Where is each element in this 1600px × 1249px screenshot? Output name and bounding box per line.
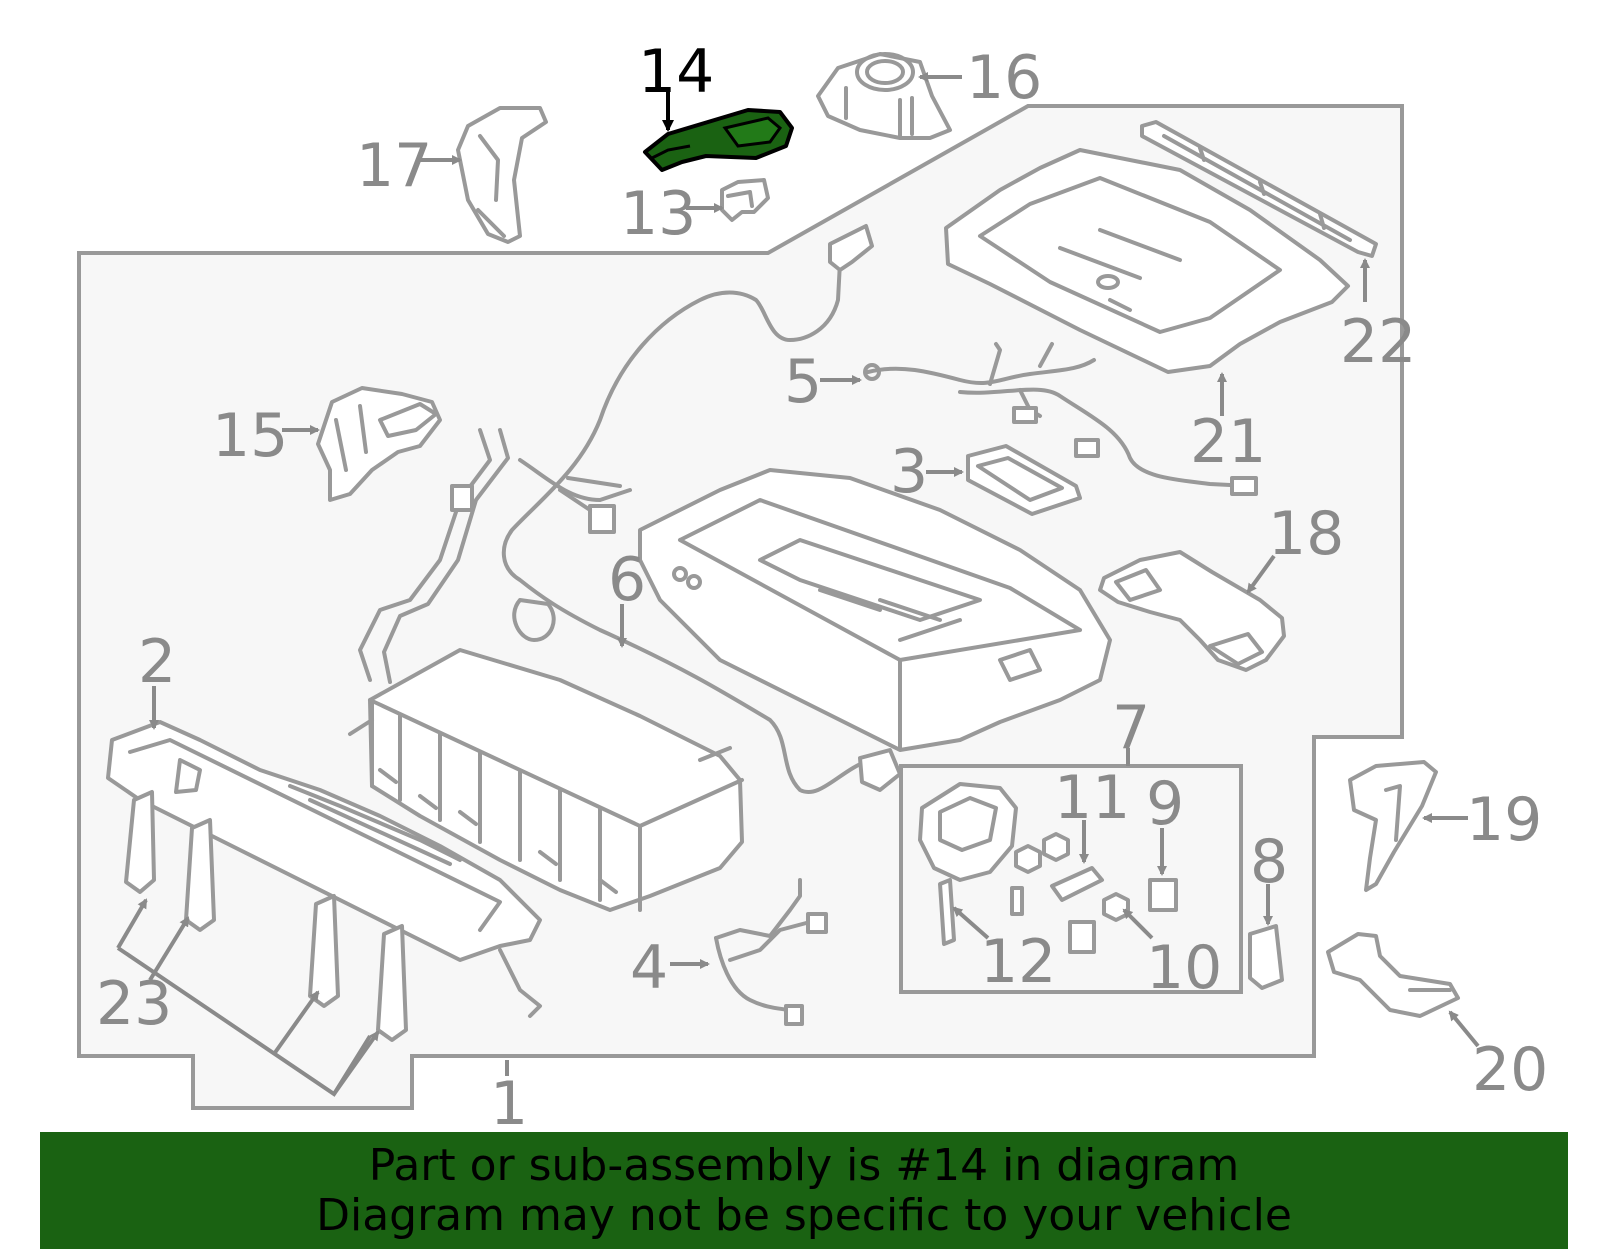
part-10-fuse bbox=[1068, 920, 1096, 954]
callout-15: 15 bbox=[212, 401, 288, 471]
callout-2: 2 bbox=[138, 627, 176, 697]
part-5-harness bbox=[863, 342, 1258, 496]
leader-12 bbox=[952, 906, 990, 940]
part-11-relay bbox=[1050, 866, 1104, 902]
part-1-frame bbox=[358, 428, 632, 684]
part-18-duct bbox=[1098, 550, 1286, 672]
part-3-module bbox=[966, 444, 1082, 516]
callout-13: 13 bbox=[620, 179, 696, 249]
leader-10 bbox=[1122, 908, 1154, 940]
callout-18: 18 bbox=[1268, 499, 1344, 569]
part-8-cover bbox=[1248, 924, 1284, 990]
part-4-harness bbox=[714, 878, 828, 1026]
part-21-tray bbox=[944, 148, 1350, 374]
callout-5: 5 bbox=[784, 347, 822, 417]
callout-3: 3 bbox=[890, 437, 928, 507]
part-15-blower bbox=[316, 386, 442, 502]
callout-21: 21 bbox=[1190, 407, 1266, 477]
callout-22: 22 bbox=[1340, 307, 1416, 377]
callout-1: 1 bbox=[490, 1069, 528, 1139]
info-banner: Part or sub-assembly is #14 in diagram D… bbox=[40, 1132, 1568, 1249]
callout-12: 12 bbox=[980, 927, 1056, 997]
battery-module-left bbox=[348, 648, 744, 912]
callout-14: 14 bbox=[638, 37, 714, 107]
callout-6: 6 bbox=[608, 545, 646, 615]
part-14-highlighted[interactable] bbox=[643, 108, 794, 172]
callout-10: 10 bbox=[1146, 933, 1222, 1003]
leader-20 bbox=[1448, 1010, 1480, 1048]
callout-4: 4 bbox=[630, 933, 668, 1003]
part-19-duct bbox=[1348, 760, 1438, 892]
leader-18 bbox=[1246, 554, 1276, 594]
callout-16: 16 bbox=[966, 43, 1042, 113]
battery-tray-center bbox=[638, 468, 1112, 752]
callout-20: 20 bbox=[1472, 1035, 1548, 1105]
callout-23: 23 bbox=[96, 969, 172, 1039]
part-22-bracket bbox=[1140, 120, 1378, 258]
banner-line-2: Diagram may not be specific to your vehi… bbox=[316, 1189, 1292, 1241]
callout-7: 7 bbox=[1112, 693, 1150, 763]
part-7-junction bbox=[918, 782, 1018, 882]
part-9-fuse bbox=[1148, 878, 1178, 912]
part-20-duct bbox=[1326, 932, 1460, 1018]
banner-line-1: Part or sub-assembly is #14 in diagram bbox=[368, 1139, 1240, 1191]
callout-8: 8 bbox=[1250, 827, 1288, 897]
leader-23 bbox=[116, 898, 380, 1097]
part-17-duct bbox=[456, 106, 548, 244]
part-2-bracket bbox=[106, 720, 542, 1018]
part-13-clip bbox=[720, 178, 770, 222]
callout-17: 17 bbox=[356, 131, 432, 201]
callout-19: 19 bbox=[1466, 785, 1542, 855]
part-12-clip bbox=[938, 878, 956, 946]
part-6-cable bbox=[501, 224, 902, 794]
callout-9: 9 bbox=[1146, 769, 1184, 839]
part-16-blower bbox=[816, 52, 952, 140]
callout-11: 11 bbox=[1054, 763, 1130, 833]
part-23-brackets bbox=[124, 790, 408, 1042]
